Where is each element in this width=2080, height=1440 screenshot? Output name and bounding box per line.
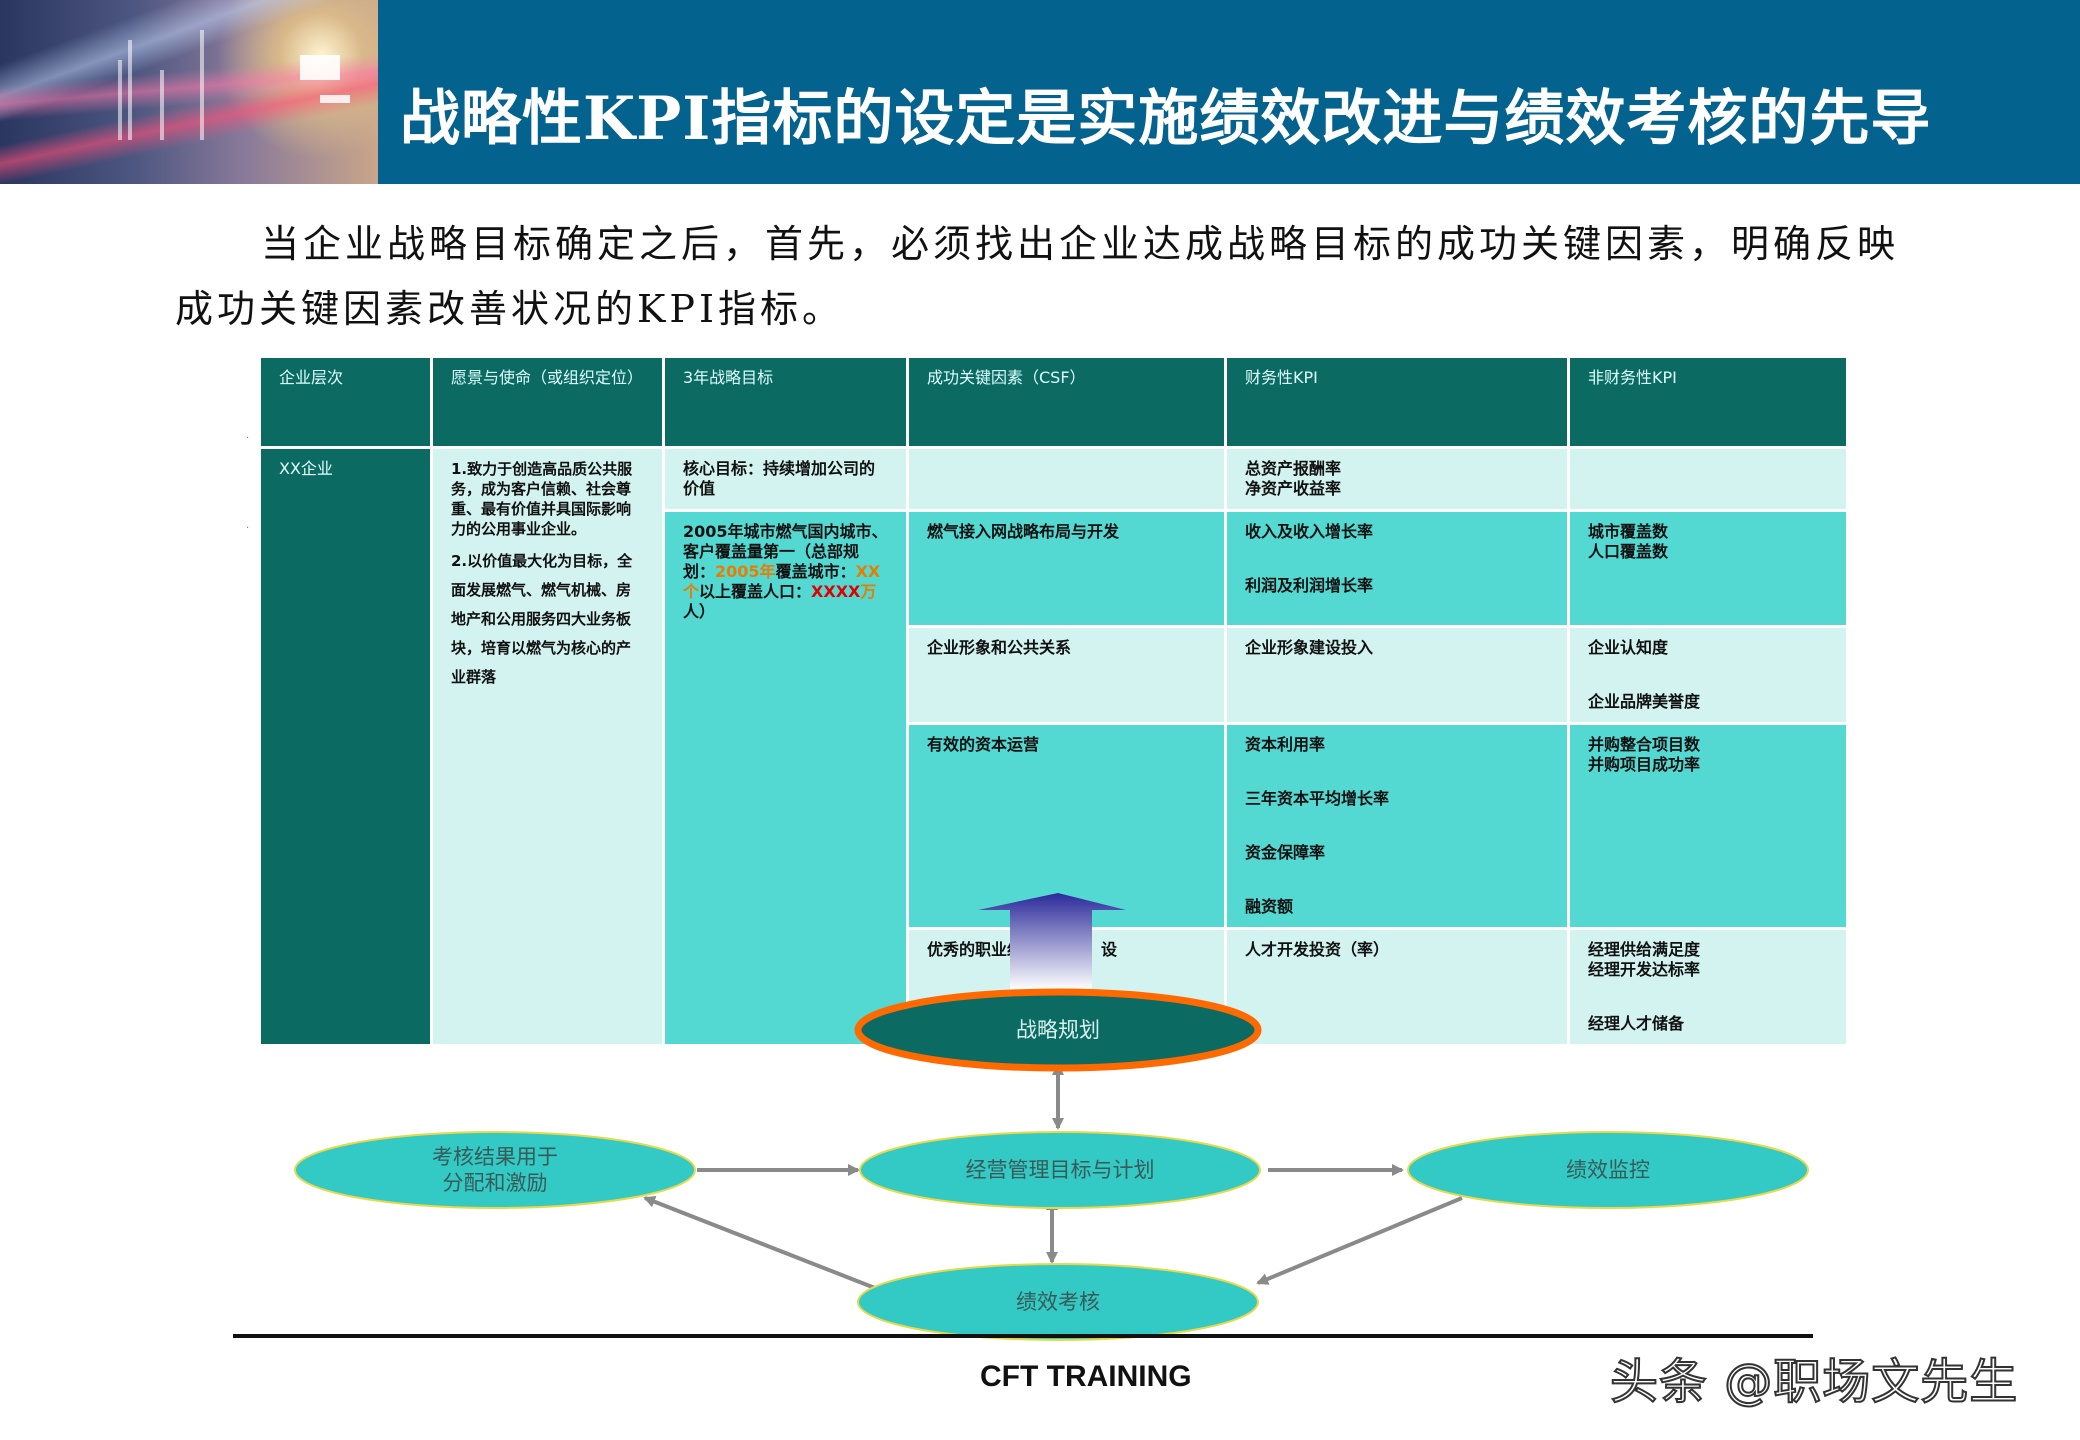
watermark: 头条 @职场文先生 — [1609, 1353, 2019, 1411]
header-csf: 成功关键因素（CSF） — [906, 355, 1227, 449]
financial-kpi-cell: 企业形象建设投入 — [1224, 625, 1570, 725]
header-vision: 愿景与使命（或组织定位） — [430, 355, 665, 449]
financial-kpi-cell: 资本利用率 三年资本平均增长率 资金保障率 融资额 — [1224, 722, 1570, 930]
appraisal-label: 绩效考核 — [1016, 1290, 1100, 1314]
connector-appraisal-usage — [643, 1196, 881, 1292]
nonfinancial-kpi-cell: 企业认知度 企业品牌美誉度 — [1567, 625, 1849, 725]
table-row: XX企业 1.致力于创造高品质公共服务，成为客户信赖、社会尊重、最有价值并具国际… — [258, 446, 1849, 1047]
header-nonfinancial-kpi: 非财务性KPI — [1567, 355, 1849, 449]
header-financial-kpi: 财务性KPI — [1224, 355, 1570, 449]
footer-divider — [233, 1334, 1813, 1338]
intro-line-1: 当企业战略目标确定之后，首先，必须找出企业达成战略目标的成功关键因素，明确反映 — [261, 222, 1900, 266]
plan-label: 经营管理目标与计划 — [965, 1158, 1155, 1182]
csf-cell: 燃气接入网战略布局与开发 — [906, 509, 1227, 628]
level-cell: XX企业 — [258, 446, 433, 1047]
csf-cell: 企业形象和公共关系 — [906, 625, 1227, 725]
vision-point-2: 2.以价值最大化为目标，全面发展燃气、燃气机械、房地产和公用服务四大业务板块，培… — [451, 552, 633, 686]
intro-paragraph: 当企业战略目标确定之后，首先，必须找出企业达成战略目标的成功关键因素，明确反映 … — [175, 212, 1945, 342]
goal-2005-cell: 2005年城市燃气国内城市、客户覆盖量第一（总部规划：2005年覆盖城市：XX个… — [662, 509, 909, 1047]
csf-cell: 有效的资本运营 — [906, 722, 1227, 930]
vision-cell: 1.致力于创造高品质公共服务，成为客户信赖、社会尊重、最有价值并具国际影响力的公… — [430, 446, 665, 1047]
financial-kpi-cell: 收入及收入增长率 利润及利润增长率 — [1224, 509, 1570, 628]
page-title: 战略性KPI指标的设定是实施绩效改进与绩效考核的先导 — [400, 84, 1932, 154]
monitor-label: 绩效监控 — [1566, 1158, 1650, 1182]
goal-core-cell: 核心目标：持续增加公司的价值 — [662, 446, 909, 512]
usage-label: 考核结果用于 分配和激励 — [432, 1145, 558, 1195]
table-row: 企业形象和公共关系 企业形象建设投入 企业认知度 企业品牌美誉度 — [260, 625, 1849, 725]
footer-brand: CFT TRAINING — [980, 1360, 1192, 1393]
intro-line-2: 成功关键因素改善状况的KPI指标。 — [175, 287, 844, 331]
vision-point-1: 1.致力于创造高品质公共服务，成为客户信赖、社会尊重、最有价值并具国际影响力的公… — [451, 460, 633, 538]
nonfinancial-kpi-cell — [1567, 446, 1849, 512]
kpi-table: 企业层次 愿景与使命（或组织定位） 3年战略目标 成功关键因素（CSF） 财务性… — [258, 355, 1849, 1047]
strategy-label: 战略规划 — [1016, 1018, 1100, 1042]
banner-photo — [0, 0, 378, 184]
connector-monitor-appraisal — [1256, 1196, 1463, 1285]
table-header-row: 企业层次 愿景与使命（或组织定位） 3年战略目标 成功关键因素（CSF） 财务性… — [258, 355, 1849, 449]
table-row: 2005年城市燃气国内城市、客户覆盖量第一（总部规划：2005年覆盖城市：XX个… — [260, 509, 1849, 1047]
table-row: 有效的资本运营 资本利用率 三年资本平均增长率 资金保障率 融资额 并购整合项目… — [260, 722, 1849, 930]
title-banner: 战略性KPI指标的设定是实施绩效改进与绩效考核的先导 — [0, 0, 2080, 184]
header-level: 企业层次 — [258, 355, 433, 449]
nonfinancial-kpi-cell: 并购整合项目数 并购项目成功率 — [1567, 722, 1849, 930]
nonfinancial-kpi-cell: 经理供给满足度 经理开发达标率 经理人才储备 — [1567, 927, 1849, 1047]
financial-kpi-cell: 人才开发投资（率） — [1224, 927, 1570, 1047]
nonfinancial-kpi-cell: 城市覆盖数 人口覆盖数 — [1567, 509, 1849, 628]
header-goal: 3年战略目标 — [662, 355, 909, 449]
financial-kpi-cell: 总资产报酬率 净资产收益率 — [1224, 446, 1570, 512]
csf-cell — [906, 446, 1227, 512]
